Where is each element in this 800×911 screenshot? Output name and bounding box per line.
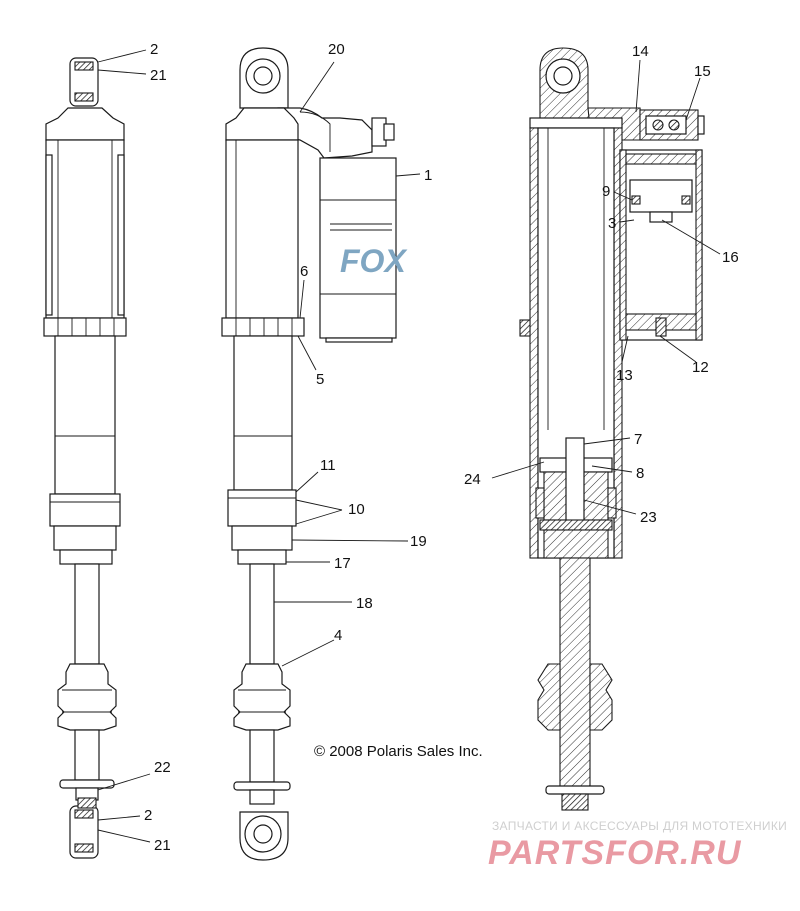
reservoir-section: [619, 149, 703, 341]
callout-21-top: 21: [150, 67, 167, 84]
callout-10: 10: [348, 501, 365, 518]
leader-lines: [97, 49, 721, 843]
left-top-eye: [69, 57, 99, 107]
callout-11: 11: [320, 457, 336, 474]
watermark: ЗАПЧАСТИ И АКСЕССУАРЫ ДЛЯ МОТОТЕХНИКИ PA…: [488, 819, 787, 872]
left-bump-stop: [57, 663, 117, 731]
callout-3: 3: [608, 215, 616, 232]
middle-preload-ring: [221, 317, 305, 337]
middle-top-eye: [239, 47, 289, 109]
callout-7: 7: [634, 431, 642, 448]
piston-assembly: [535, 437, 617, 559]
callout-1: 1: [424, 167, 432, 184]
callout-6: 6: [300, 263, 308, 280]
callout-20: 20: [328, 41, 345, 58]
left-preload-ring: [43, 317, 127, 337]
middle-shock-view: FOX: [221, 47, 407, 861]
callout-15: 15: [694, 63, 711, 80]
callout-14: 14: [632, 43, 649, 60]
callout-2-bottom: 2: [144, 807, 152, 824]
reservoir-decal-text: FOX: [340, 243, 407, 279]
left-bottom-eye: [69, 805, 99, 859]
callout-labels: 2 21 22 2 21 20 1 6 5 11 10 19 17 18 4 1…: [144, 41, 739, 854]
middle-bump-stop: [233, 663, 291, 731]
reservoir-canister: FOX: [319, 157, 407, 343]
callout-13: 13: [616, 367, 633, 384]
callout-21-bottom: 21: [154, 837, 171, 854]
callout-16: 16: [722, 249, 739, 266]
callout-19: 19: [410, 533, 427, 550]
callout-17: 17: [334, 555, 351, 572]
callout-12: 12: [692, 359, 709, 376]
callout-18: 18: [356, 595, 373, 612]
watermark-tagline: ЗАПЧАСТИ И АКСЕССУАРЫ ДЛЯ МОТОТЕХНИКИ: [492, 819, 787, 833]
compression-adjuster: [639, 109, 705, 141]
copyright-notice: © 2008 Polaris Sales Inc.: [314, 743, 483, 760]
right-section-view: [519, 47, 705, 811]
watermark-brand: PARTSFOR.RU: [488, 834, 742, 872]
reservoir-bridge: [277, 107, 395, 159]
left-shock-view: [43, 57, 127, 859]
section-bump-stop: [537, 663, 613, 731]
callout-24: 24: [464, 471, 481, 488]
middle-bottom-eye: [239, 811, 289, 861]
callout-22: 22: [154, 759, 171, 776]
callout-9: 9: [602, 183, 610, 200]
callout-23: 23: [640, 509, 657, 526]
callout-4: 4: [334, 627, 342, 644]
callout-8: 8: [636, 465, 644, 482]
callout-5: 5: [316, 371, 324, 388]
callout-2-top: 2: [150, 41, 158, 58]
